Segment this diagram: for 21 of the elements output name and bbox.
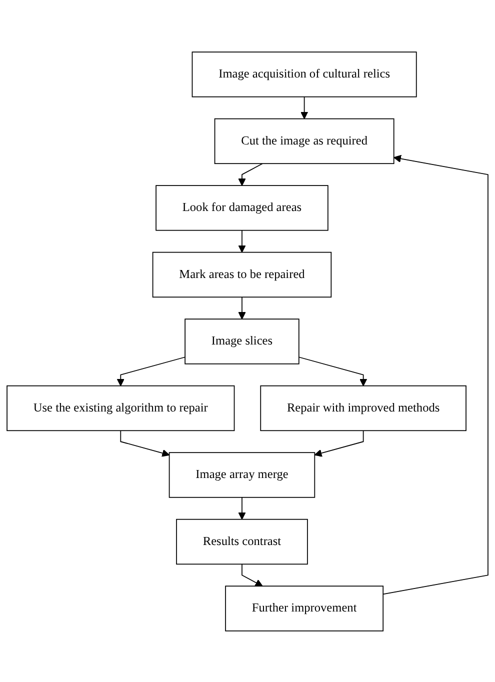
arrow — [242, 563, 263, 586]
arrow — [238, 296, 246, 319]
node-box: Look for damaged areas — [156, 184, 328, 230]
node-box: Image acquisition of cultural relics — [192, 51, 417, 97]
arrow — [300, 96, 308, 119]
arrow — [382, 154, 488, 594]
arrow — [238, 229, 246, 252]
arrow — [238, 496, 246, 520]
node-box: Results contrast — [176, 518, 308, 564]
arrow — [116, 356, 186, 386]
node-box: Image array merge — [168, 452, 316, 498]
arrow — [120, 430, 170, 456]
node-box: Mark areas to be repaired — [152, 251, 332, 298]
node-box: Further improvement — [225, 585, 384, 631]
node-box: Use the existing algorithm to repair — [6, 384, 235, 431]
node-box: Repair with improved methods — [260, 384, 466, 431]
arrow — [314, 430, 364, 456]
arrow — [298, 356, 368, 386]
node-box: Image slices — [184, 318, 300, 364]
arrow — [238, 162, 263, 186]
node-box: Cut the image as required — [214, 118, 394, 164]
